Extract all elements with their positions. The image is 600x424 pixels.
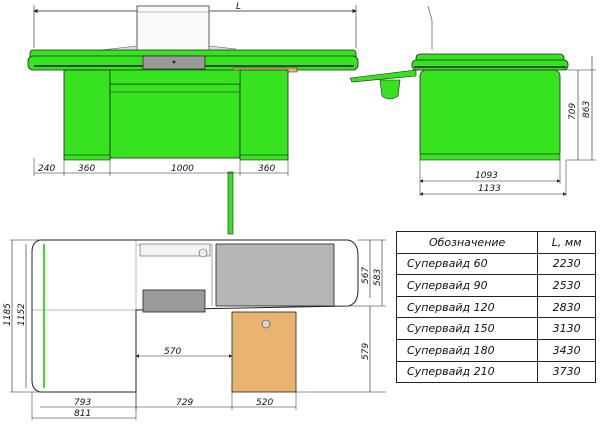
length-cell: 3730 xyxy=(537,360,596,384)
dim-label-570: 570 xyxy=(164,347,181,357)
dim-label-709: 709 xyxy=(568,103,578,120)
side-cabinet xyxy=(419,69,561,159)
center-cabinet xyxy=(109,83,241,159)
dim-label-793: 793 xyxy=(74,398,91,408)
side-view: 709 863 1093 1133 xyxy=(349,5,596,196)
side-bag-shelf xyxy=(349,69,417,83)
scanner-housing xyxy=(136,5,210,55)
model-cell: Супервайд 210 xyxy=(395,360,539,384)
length-cell: 3430 xyxy=(537,338,596,362)
dim-label-1152: 1152 xyxy=(17,303,27,326)
front-view: L 240 360 1000 360 xyxy=(27,2,359,235)
dim-label-1093: 1093 xyxy=(475,171,498,181)
plan-view: 1185 1152 567 583 579 570 793 729 520 81… xyxy=(3,239,386,420)
table-row: Супервайд 90 2530 xyxy=(395,274,596,297)
dim-label-863: 863 xyxy=(582,101,592,118)
dim-label-L: L xyxy=(236,2,241,12)
dim-label-360-right: 360 xyxy=(258,164,275,174)
dim-label-1185: 1185 xyxy=(3,303,13,326)
length-cell: 2230 xyxy=(537,252,596,276)
dim-label-360-left: 360 xyxy=(78,164,95,174)
dim-label-1000: 1000 xyxy=(171,164,194,174)
dim-label-240: 240 xyxy=(38,164,55,174)
length-cell: 3130 xyxy=(537,317,596,340)
plan-scanner xyxy=(139,243,211,257)
model-cell: Супервайд 120 xyxy=(395,295,539,319)
dim-label-583: 583 xyxy=(373,269,383,286)
model-cell: Супервайд 150 xyxy=(395,317,539,340)
table-row: Супервайд 60 2230 xyxy=(395,252,596,276)
left-pedestal xyxy=(63,69,111,159)
right-pedestal xyxy=(239,69,289,159)
dim-label-520: 520 xyxy=(256,398,273,408)
dim-label-567: 567 xyxy=(361,267,371,284)
plan-conveyor xyxy=(215,243,335,307)
table-row: Супервайд 150 3130 xyxy=(395,317,596,340)
dim-label-1133: 1133 xyxy=(478,184,501,194)
dim-label-579: 579 xyxy=(361,343,371,360)
model-cell: Супервайд 90 xyxy=(395,274,539,297)
table-header-row: Обозначение L, мм xyxy=(395,231,596,254)
table-row: Супервайд 210 3730 xyxy=(395,360,596,384)
model-cell: Супервайд 180 xyxy=(395,338,539,362)
length-cell: 2530 xyxy=(537,274,596,297)
connector-post xyxy=(227,171,234,235)
dim-label-729: 729 xyxy=(176,398,193,408)
header-length: L, мм xyxy=(537,231,596,254)
header-designation: Обозначение xyxy=(395,231,539,254)
model-length-table: Обозначение L, мм Супервайд 60 2230 Супе… xyxy=(395,231,596,384)
dim-label-811: 811 xyxy=(74,409,91,419)
length-cell: 2830 xyxy=(537,295,596,319)
table-row: Супервайд 180 3430 xyxy=(395,338,596,362)
model-cell: Супервайд 60 xyxy=(395,252,539,276)
plan-drawer xyxy=(142,289,206,313)
table-row: Супервайд 120 2830 xyxy=(395,295,596,319)
